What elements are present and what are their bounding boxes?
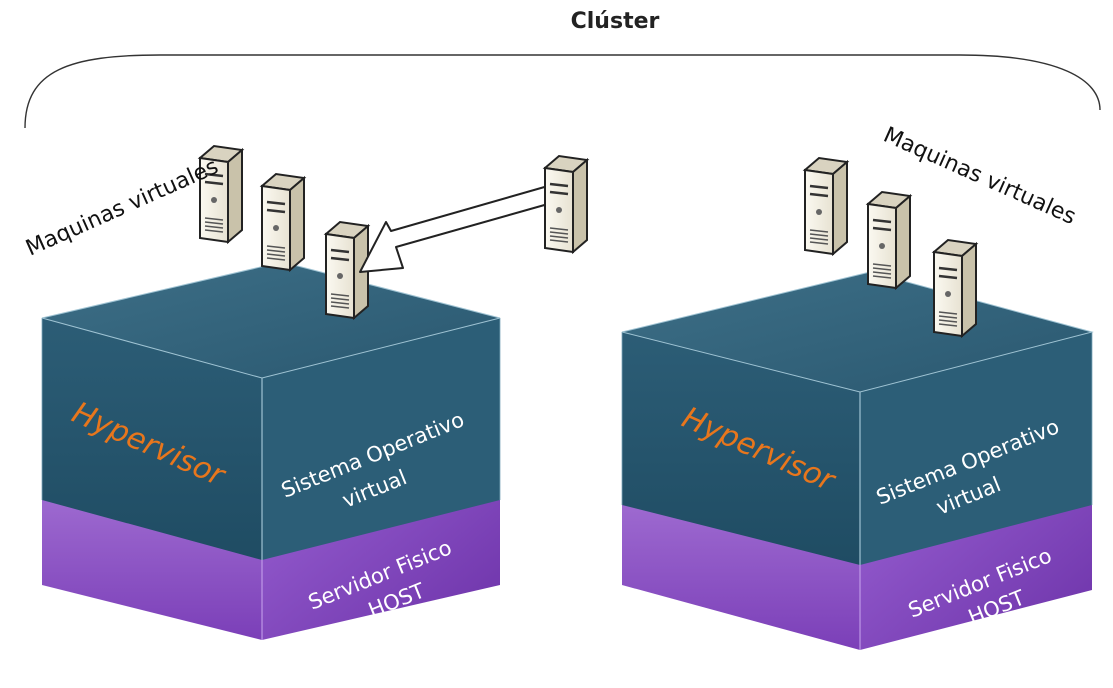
- migrating-vm-server-icon: [543, 154, 589, 254]
- right-vm-server-icon-2: [866, 190, 912, 290]
- right-vm-server-icon-1: [803, 156, 849, 256]
- left-vm-server-icon-2: [260, 172, 306, 272]
- left-vm-label: Maquinas virtuales: [22, 154, 222, 261]
- cluster-bracket: [24, 54, 1101, 129]
- left-hypervisor-layer: [41, 261, 501, 560]
- migration-arrow-icon: [359, 185, 549, 273]
- cluster-title: Clúster: [571, 9, 660, 34]
- right-vm-server-icon-3: [932, 238, 978, 338]
- right-stack: Maquinas virtuales Hypervisor Sistema Op…: [621, 123, 1094, 650]
